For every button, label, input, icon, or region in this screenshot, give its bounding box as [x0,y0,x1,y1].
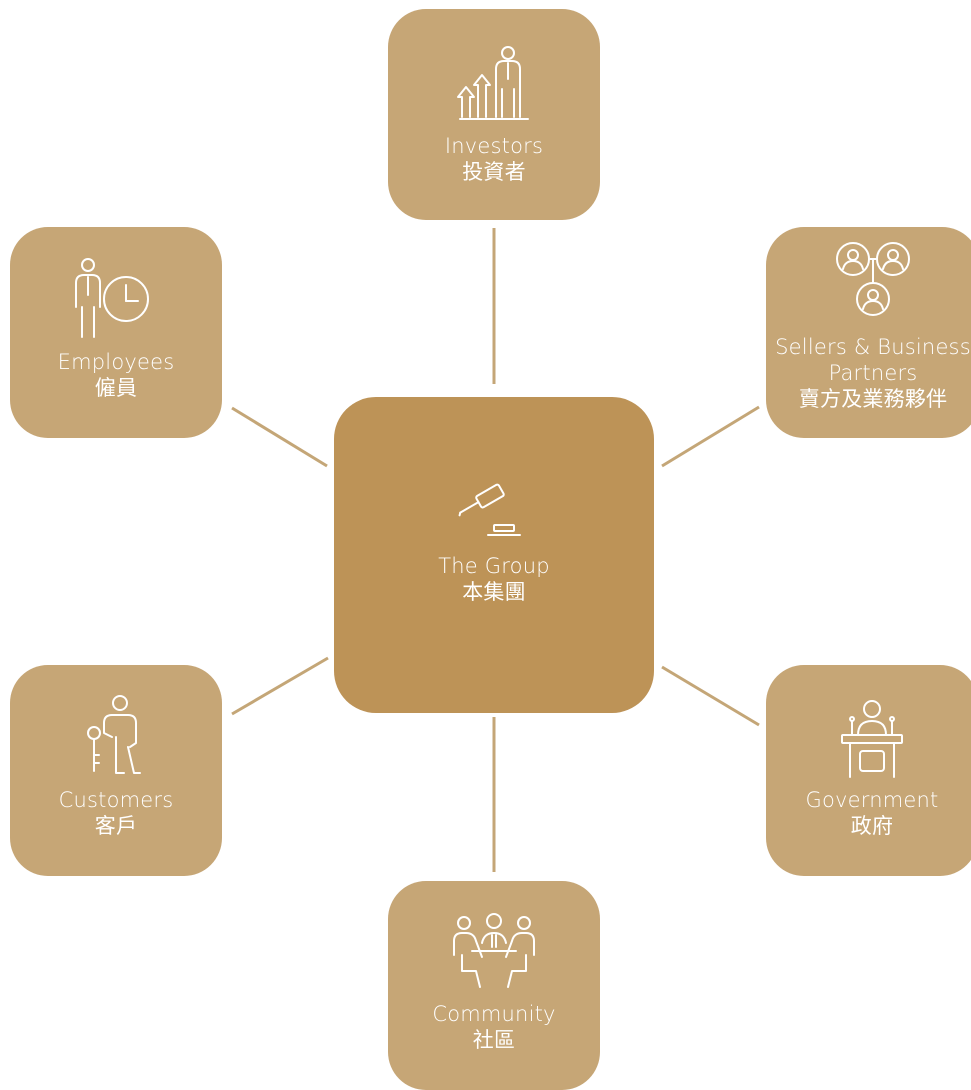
community-title-en: Community [432,1002,556,1026]
stakeholder-employees: Employees 僱員 [10,227,222,438]
community-label: Community 社區 [388,1001,600,1053]
investors-label: Investors 投資者 [388,133,600,185]
connector-employees [231,406,328,468]
sellers-title-zh: 賣方及業務夥伴 [798,387,948,411]
center-node-the-group: The Group 本集團 [334,397,654,713]
customers-title-zh: 客戶 [94,814,138,838]
government-title-zh: 政府 [850,814,894,838]
partners-network-icon [827,237,919,319]
community-meeting-icon [448,911,540,991]
stakeholder-community: Community 社區 [388,881,600,1090]
government-title-en: Government [805,788,939,812]
employee-clock-icon [68,255,164,343]
government-podium-icon [832,695,912,781]
connector-government [661,665,760,727]
employees-title-zh: 僱員 [94,376,138,400]
stakeholder-customers: Customers 客戶 [10,665,222,876]
center-title-zh: 本集團 [462,580,526,604]
employees-title-en: Employees [57,350,175,374]
investors-title-zh: 投資者 [462,160,526,184]
government-label: Government 政府 [766,787,971,839]
gavel-icon [458,483,530,543]
investor-growth-icon [450,39,538,125]
customer-key-icon [78,693,154,781]
stakeholder-sellers-business-partners: Sellers & Business Partners 賣方及業務夥伴 [766,227,971,438]
sellers-label: Sellers & Business Partners 賣方及業務夥伴 [766,334,971,412]
community-title-zh: 社區 [472,1028,516,1052]
investors-title-en: Investors [444,134,544,158]
connector-customers [231,656,329,716]
connector-sellers [661,405,760,468]
sellers-title-en-line1: Sellers & Business [775,335,971,359]
customers-title-en: Customers [58,788,174,812]
center-label: The Group 本集團 [334,553,654,605]
center-title-en: The Group [438,554,550,578]
stakeholder-government: Government 政府 [766,665,971,876]
sellers-title-en-line2: Partners [828,361,918,385]
customers-label: Customers 客戶 [10,787,222,839]
stakeholder-investors: Investors 投資者 [388,9,600,220]
employees-label: Employees 僱員 [10,349,222,401]
